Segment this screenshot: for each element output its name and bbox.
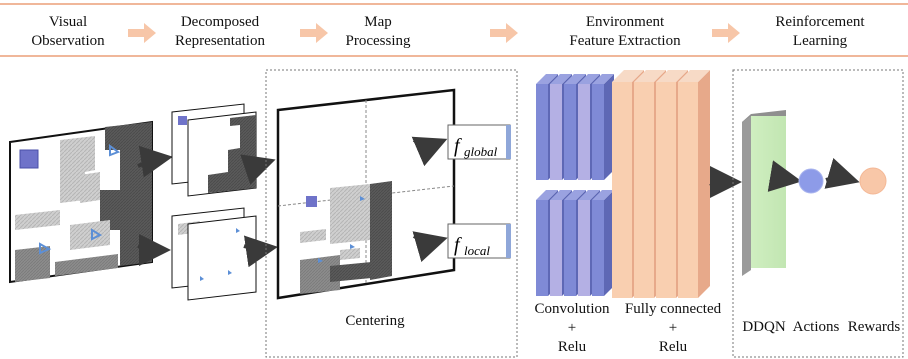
arrow-upper-to-map (240, 154, 276, 185)
actions-node (798, 168, 824, 194)
target-triangle-icon (109, 144, 121, 157)
decomposed-upper-layers (171, 103, 257, 197)
actions-label: Actions (792, 319, 840, 335)
conv-layer-lower (592, 190, 614, 296)
conv-layers-upper (536, 74, 614, 180)
stage-arrow-2 (300, 23, 328, 43)
fc-layer (678, 70, 710, 298)
stage-arrow-3 (490, 23, 518, 43)
stage-visual-observation: Visual Observation (18, 13, 118, 51)
centering-label: Centering (345, 313, 405, 329)
label-line: Relu (557, 339, 587, 355)
arrow-to-upper-layer (137, 145, 173, 178)
stage-title-line: Processing (345, 33, 411, 49)
label-line: + (567, 320, 577, 336)
stage-arrow-1 (128, 23, 156, 43)
f-local-subscript: local (464, 243, 490, 258)
f-global-box: f global (447, 124, 511, 160)
label-line: Fully connected (624, 301, 722, 317)
f-local-box: f local (447, 223, 511, 259)
decomposed-lower-layers (171, 207, 257, 301)
stage-arrow-4 (712, 23, 740, 43)
stage-title-line: Feature Extraction (569, 33, 681, 49)
agent-marker (19, 149, 39, 169)
map-processing-box (265, 69, 518, 358)
target-triangle-icon (350, 244, 355, 249)
arrow-ddqn-to-actions (767, 160, 802, 192)
arrow-fc-to-ddqn (709, 166, 742, 199)
stage-title-line: Environment (585, 14, 665, 30)
f-global-symbol: f (454, 135, 462, 157)
stage-title-line: Reinforcement (775, 14, 865, 30)
rewards-node (859, 167, 887, 195)
centered-map (276, 88, 456, 300)
target-triangle-icon (91, 228, 103, 241)
stage-reinforcement-learning: Reinforcement Learning (755, 13, 885, 51)
stage-title-line: Learning (792, 33, 848, 49)
arrow-to-f-global (411, 136, 448, 167)
target-triangle-icon (318, 258, 323, 263)
f-local-symbol: f (454, 234, 462, 256)
label-line: Relu (658, 339, 688, 355)
fully-connected-layers (612, 70, 710, 298)
arrow-actions-to-rewards (824, 158, 860, 189)
f-global-subscript: global (464, 144, 498, 159)
conv-layers-lower (536, 190, 614, 296)
target-triangle-icon (360, 196, 365, 201)
stage-map-processing: Map Processing (318, 13, 438, 51)
stage-decomposed-representation: Decomposed Representation (155, 13, 285, 51)
reinforcement-learning-box (732, 69, 904, 358)
arrow-to-f-local (412, 231, 448, 262)
label-line: Convolution (534, 301, 610, 317)
stage-title-line: Decomposed (180, 14, 260, 30)
arrow-lower-to-map (243, 235, 278, 268)
stage-title-line: Map (364, 14, 392, 30)
stage-environment-feature-extraction: Environment Feature Extraction (550, 13, 700, 51)
convolution-label: Convolution + Relu (522, 300, 622, 357)
label-line: + (668, 320, 678, 336)
stage-title-line: Representation (175, 33, 265, 49)
conv-layer-upper (592, 74, 614, 180)
target-triangle-icon (39, 242, 52, 255)
stage-title-line: Observation (31, 33, 105, 49)
ddqn-block (742, 110, 786, 276)
visual-observation-map (9, 120, 153, 284)
rewards-label: Rewards (847, 319, 901, 335)
agent-marker (306, 196, 317, 207)
stage-title-line: Visual (48, 14, 88, 30)
ddqn-label: DDQN (742, 319, 786, 335)
fully-connected-label: Fully connected + Relu (614, 300, 732, 357)
arrow-to-lower-layer (137, 233, 171, 266)
